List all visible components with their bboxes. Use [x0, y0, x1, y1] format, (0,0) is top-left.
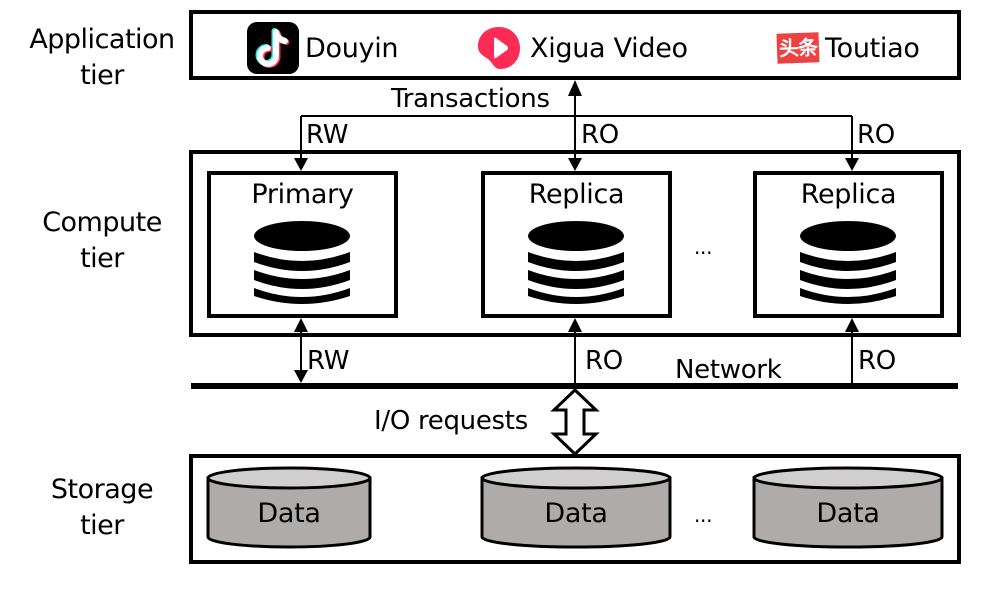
- app-toutiao: 头条 Toutiao: [776, 26, 920, 70]
- io-double-arrow: [550, 387, 600, 457]
- storage-label: Data: [257, 498, 321, 529]
- storage-tier-line1: Storage: [50, 474, 154, 505]
- compute-tier-line1: Compute: [42, 207, 162, 238]
- compute-node-replica-1: Replica: [481, 171, 672, 318]
- replica1-net-access-label: RO: [585, 346, 623, 376]
- network-bus: [191, 383, 958, 389]
- toutiao-icon: 头条: [776, 32, 820, 64]
- arrow-head-up: [568, 80, 582, 96]
- primary-access-label: RW: [306, 120, 349, 150]
- application-tier-label: Application tier: [14, 22, 190, 94]
- storage-ellipsis: ...: [694, 503, 713, 527]
- app-douyin: Douyin: [247, 22, 399, 74]
- douyin-icon: [247, 22, 299, 74]
- node-title: Primary: [251, 179, 354, 210]
- compute-tier-label: Compute tier: [14, 205, 190, 277]
- io-requests-label: I/O requests: [374, 406, 528, 436]
- transactions-label: Transactions: [391, 84, 550, 114]
- application-tier-line1: Application: [29, 24, 175, 55]
- app-name: Xigua Video: [530, 32, 688, 64]
- xigua-video-icon: [478, 27, 520, 69]
- compute-node-replica-2: Replica: [753, 171, 944, 318]
- network-label: Network: [675, 355, 782, 385]
- application-tier-box: [189, 10, 961, 80]
- app-name: Toutiao: [825, 32, 920, 64]
- replica2-access-label: RO: [857, 120, 895, 150]
- storage-tier-label: Storage tier: [14, 472, 190, 544]
- replica2-net-access-label: RO: [858, 346, 896, 376]
- app-xigua-video: Xigua Video: [474, 26, 688, 70]
- primary-net-access-label: RW: [307, 346, 350, 376]
- storage-label: Data: [816, 498, 880, 529]
- node-title: Replica: [528, 179, 625, 210]
- arrow-head-down: [294, 370, 308, 383]
- compute-tier-line2: tier: [80, 243, 124, 274]
- compute-ellipsis: ...: [694, 235, 713, 259]
- application-tier-line2: tier: [80, 60, 124, 91]
- storage-label: Data: [544, 498, 608, 529]
- compute-node-primary: Primary: [207, 171, 398, 318]
- storage-tier-line2: tier: [80, 510, 124, 541]
- app-name: Douyin: [305, 32, 399, 64]
- replica1-access-label: RO: [581, 120, 619, 150]
- node-title: Replica: [800, 179, 897, 210]
